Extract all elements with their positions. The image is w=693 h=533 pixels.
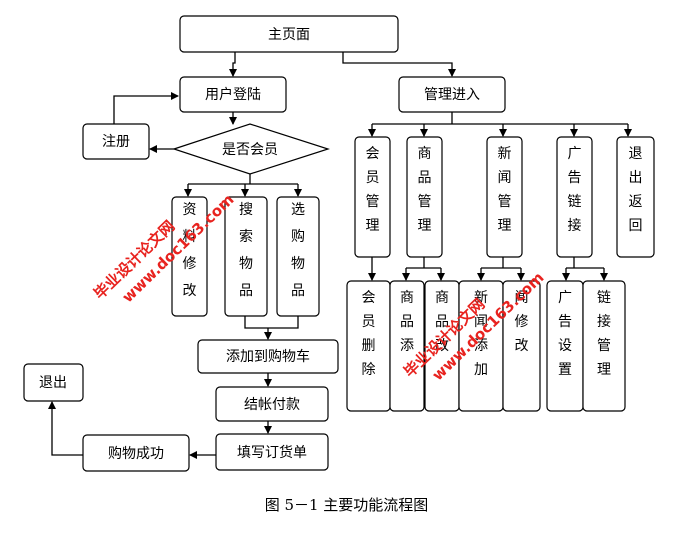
node-select-label-char: 品 [291, 283, 305, 299]
node-exit-back-label-char: 回 [629, 218, 643, 234]
node-news-add-label-char: 添 [474, 338, 488, 354]
node-news-edit-label-char: 闻 [515, 290, 529, 306]
node-select [276, 196, 320, 317]
node-home-label: 主页面 [268, 27, 310, 43]
node-member-mgmt-label-char: 员 [366, 170, 380, 186]
node-member-mgmt-label-char: 会 [366, 146, 380, 162]
node-news-add-label-char: 闻 [474, 314, 488, 330]
node-select-label-char: 选 [291, 202, 305, 218]
node-order-form: 填写订货单 [215, 433, 329, 471]
node-register-label: 注册 [102, 134, 130, 150]
node-member-delete-label-char: 删 [362, 338, 376, 354]
node-goods-edit-label-char: 品 [435, 314, 449, 330]
node-login: 用户登陆 [179, 76, 287, 113]
node-news-add-label-char: 加 [474, 362, 488, 378]
node-checkout: 结帐付款 [215, 386, 329, 422]
node-member-delete-label-char: 会 [362, 290, 376, 306]
node-profile-edit [171, 196, 208, 317]
vertical-labels: 资料修改搜索物品选购物品会员管理商品管理新闻管理广告链接退出返回会员删除商品添商… [183, 146, 643, 378]
node-news-edit-label-char: 修 [515, 314, 529, 330]
node-login-label: 用户登陆 [205, 86, 261, 103]
node-profile-edit-label-char: 料 [183, 229, 197, 245]
node-goods-mgmt-label-char: 理 [418, 218, 432, 234]
node-exit-left-label: 退出 [39, 375, 67, 391]
node-news-mgmt [486, 136, 523, 258]
node-ad-mgmt [556, 136, 593, 258]
node-news-edit-label-char: 改 [515, 338, 529, 354]
node-member-mgmt-label-char: 管 [366, 194, 380, 210]
node-exit-back-label-char: 出 [629, 170, 643, 186]
node-goods-edit-label-char: 商 [435, 290, 449, 306]
node-register: 注册 [82, 123, 150, 160]
node-ad-mgmt-label-char: 接 [568, 217, 582, 234]
node-decision-label: 是否会员 [222, 142, 278, 158]
node-goods-add-label-char: 添 [400, 338, 414, 354]
node-select-label-char: 物 [291, 256, 305, 272]
node-goods-edit-label-char: 改 [435, 338, 449, 354]
node-decision: 是否会员 [172, 123, 330, 175]
node-link-mgmt-label-char: 链 [597, 290, 611, 306]
node-goods-add [389, 280, 425, 412]
node-member-mgmt-label-char: 理 [366, 218, 380, 234]
node-exit-back-label-char: 返 [629, 194, 643, 210]
node-search-label-char: 搜 [239, 202, 253, 218]
node-order-form-label: 填写订货单 [237, 444, 307, 461]
node-member-delete-label-char: 除 [362, 362, 376, 378]
node-ad-settings-label-char: 置 [558, 362, 572, 378]
node-search-label-char: 品 [239, 283, 253, 299]
flowchart: 主页面 用户登陆 管理进入 注册 是否会员 添加到购物车 结帐付款 填写订货单 … [23, 15, 655, 472]
node-ad-mgmt-label-char: 链 [568, 194, 582, 210]
node-success: 购物成功 [82, 434, 190, 472]
node-news-mgmt-label-char: 新 [498, 146, 512, 162]
node-ad-mgmt-label-char: 告 [568, 170, 582, 186]
node-ad-settings-label-char: 广 [558, 290, 572, 306]
node-news-mgmt-label-char: 理 [498, 218, 512, 234]
node-goods-mgmt-label-char: 管 [418, 194, 432, 210]
node-goods-add-label-char: 品 [400, 314, 414, 330]
node-profile-edit-label-char: 资 [183, 202, 197, 218]
node-news-mgmt-label-char: 管 [498, 194, 512, 210]
node-success-label: 购物成功 [108, 446, 164, 462]
node-news-add-label-char: 新 [474, 290, 488, 306]
node-link-mgmt-label-char: 接 [597, 313, 611, 330]
connectors [48, 52, 632, 459]
node-admin: 管理进入 [398, 76, 506, 113]
node-exit-back-label-char: 退 [629, 146, 643, 162]
node-admin-label: 管理进入 [424, 87, 480, 103]
node-goods-mgmt [406, 136, 443, 258]
node-search-label-char: 物 [239, 256, 253, 272]
node-link-mgmt-label-char: 管 [597, 338, 611, 354]
node-profile-edit-label-char: 修 [183, 256, 197, 272]
node-link-mgmt-label-char: 理 [597, 362, 611, 378]
node-home: 主页面 [179, 15, 399, 53]
node-ad-settings-label-char: 告 [558, 314, 572, 330]
node-member-delete-label-char: 员 [362, 314, 376, 330]
node-exit-left: 退出 [23, 363, 84, 402]
figure-caption: 图 5－1 主要功能流程图 [264, 496, 429, 514]
node-ad-settings-label-char: 设 [558, 338, 572, 354]
node-news-edit [502, 280, 541, 412]
node-add-cart-label: 添加到购物车 [226, 348, 310, 365]
node-link-mgmt [582, 280, 626, 412]
node-search-label-char: 索 [239, 228, 253, 245]
node-add-cart: 添加到购物车 [197, 339, 339, 374]
node-goods-mgmt-label-char: 品 [418, 170, 432, 186]
watermark: 毕业设计论文网 www.doc163.com [90, 190, 237, 306]
node-exit-back [616, 136, 655, 258]
node-search [224, 196, 268, 317]
node-select-label-char: 购 [291, 229, 305, 245]
node-goods-mgmt-label-char: 商 [418, 146, 432, 162]
node-profile-edit-label-char: 改 [183, 283, 197, 299]
node-goods-add-label-char: 商 [400, 290, 414, 306]
node-ad-mgmt-label-char: 广 [568, 146, 582, 162]
node-news-mgmt-label-char: 闻 [498, 170, 512, 186]
node-checkout-label: 结帐付款 [244, 397, 300, 413]
node-member-mgmt [354, 136, 391, 258]
